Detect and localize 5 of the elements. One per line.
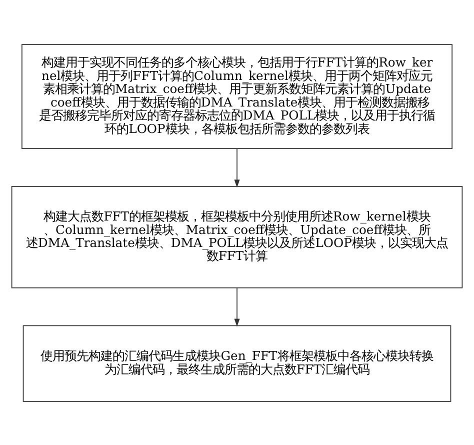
arrow bbox=[234, 148, 240, 188]
node-box: 构建用于实现不同任务的多个核心模块，包括用于行FFT计算的Row_kernel模块、用于列FFT计算的Column_kernel模块、用于两个矩阵对应元素相乘计算的Matrix_coeff模块、用于更新系数矩阵元素计算的Update_coeff模块、用于数据传输的DMA_Translate模块、用于检测数据搬移是否搬移完毕所对应的寄存器标志位的DMA_POLL模块，以及用于执行循环的LOOP模块，各模板包括所需参数的参数列表 bbox=[22, 44, 452, 148]
node-box: 使用预先构建的汇编代码生成模块Gen_FFT将框架模板中各核心模块转换为汇编代码，最终生成所需的大点数FFT汇编代码 bbox=[22, 324, 452, 402]
arrow bbox=[234, 287, 240, 326]
node-box: 构建大点数FFT的框架模板，框架模板中分别使用所述Row_kernel模块、Column_kernel模块、Matrix_coeff模块、Update_coeff模块、所述DMA_Translate模块、DMA_POLL模块以及所述LOOP模块，以实现大点数FFT计算 bbox=[11, 185, 463, 288]
